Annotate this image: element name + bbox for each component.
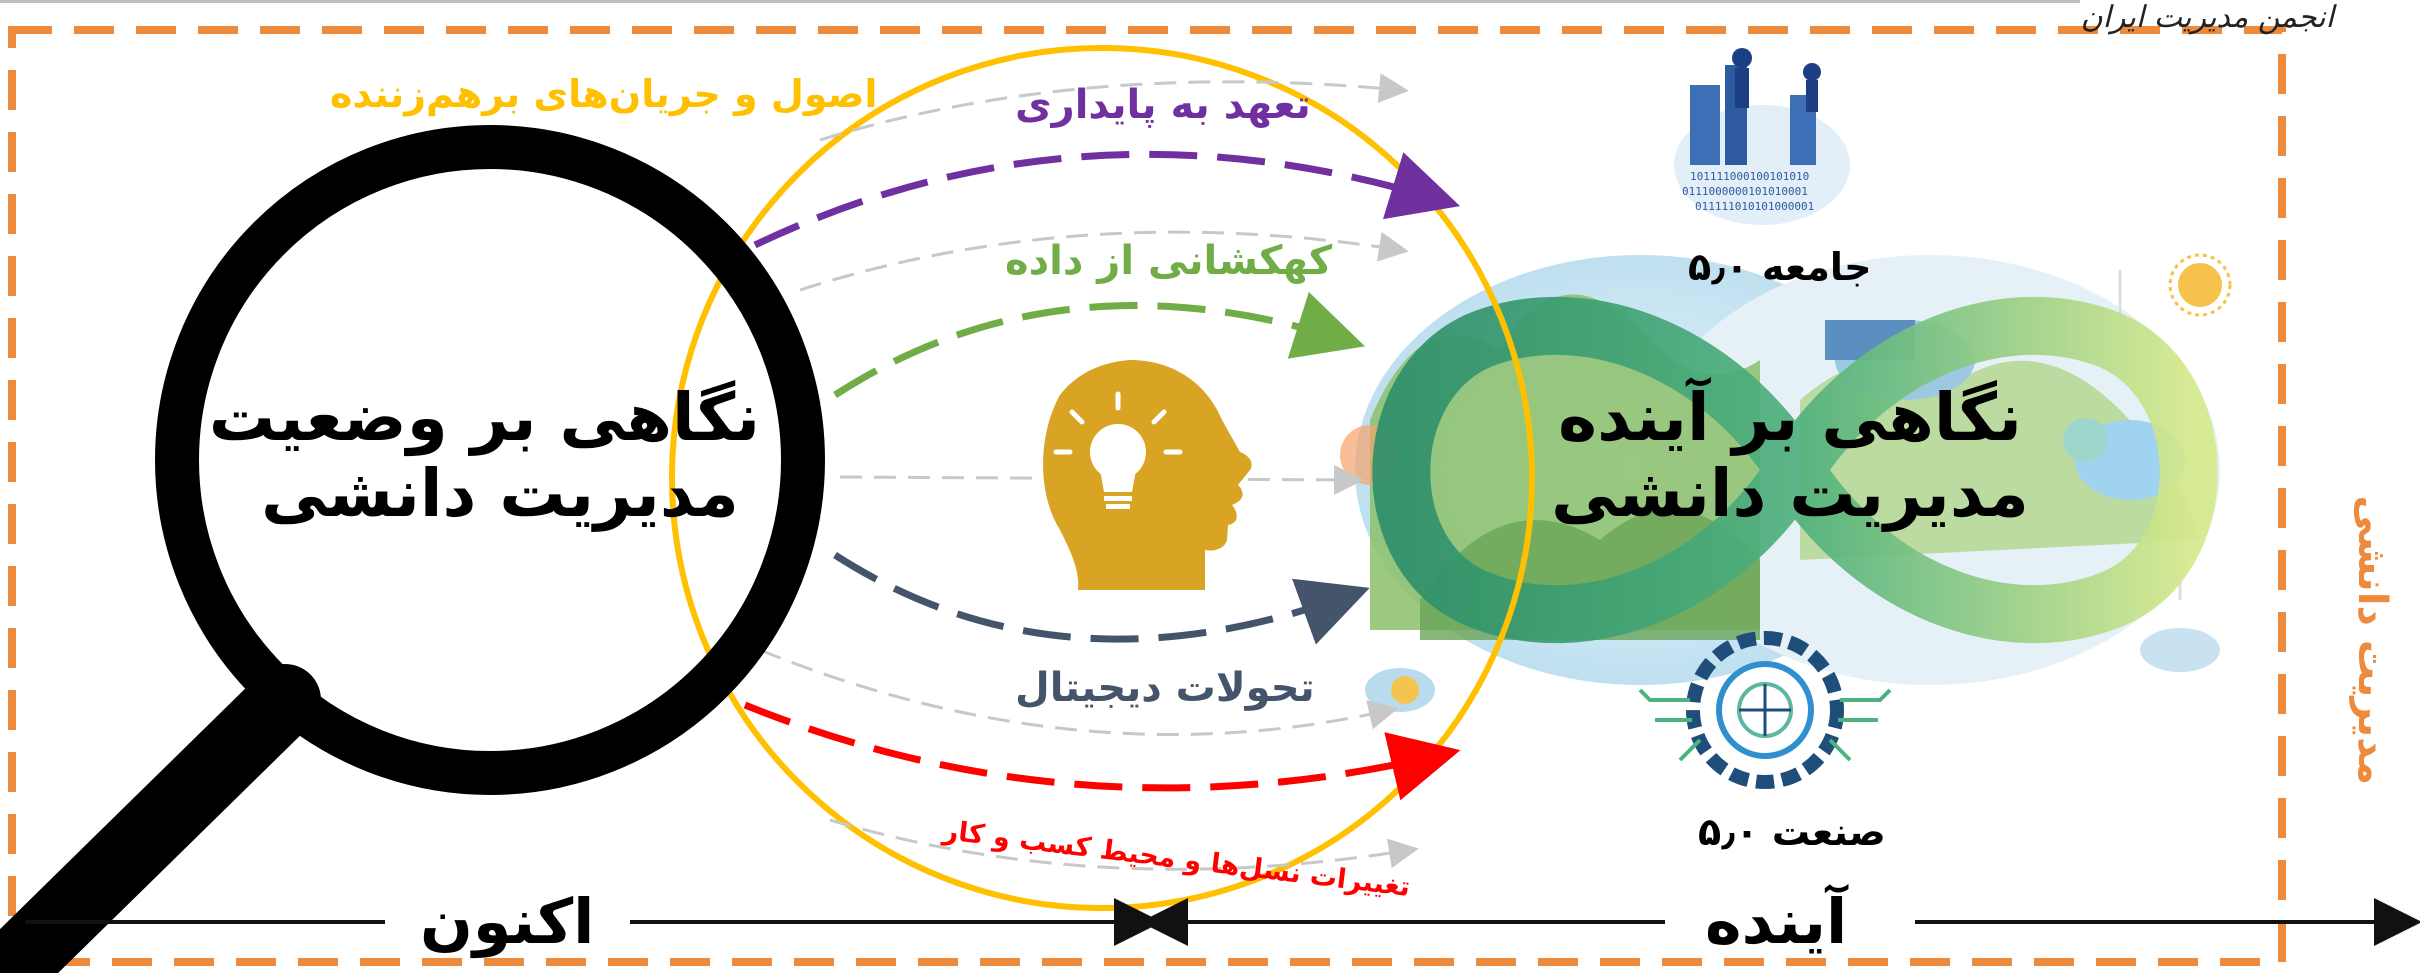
current-state-title-line1: نگاهی بر وضعیت [208,379,760,456]
timeline-now-label: اکنون [420,885,595,958]
label-data-galaxy: کهکشانی از داده [1005,238,1333,284]
arrow-generational-change [743,701,1461,801]
current-state-title: نگاهی بر وضعیت مدیریت دانشی [208,379,760,532]
svg-text:101111000100101010: 101111000100101010 [1690,170,1809,183]
arrow-sustainability [753,150,1461,249]
infinity-symbol [1372,296,2218,644]
timeline-future-label: آینده [1705,885,1848,958]
society-icon: 101111000100101010 0111000000101010001 0… [1674,48,1850,225]
society-label: جامعه ۵٫۰ [1688,245,1872,289]
svg-text:0111000000101010001: 0111000000101010001 [1682,185,1808,198]
industry-label: صنعت ۵٫۰ [1698,810,1886,854]
circle-label: اصول و جریان‌های برهم‌زننده [330,72,878,116]
future-title-line2: مدیریت دانشی [1551,454,2029,532]
industry-icon [1638,631,1892,789]
dashed-frame [8,26,2286,966]
svg-text:011111010101000001: 011111010101000001 [1695,200,1814,213]
arrow-data-galaxy [833,291,1366,398]
current-state-title-line2: مدیریت دانشی [261,454,739,532]
arrow-digital-transformation [833,552,1370,645]
future-title-line1: نگاهی بر آینده [1558,379,2022,456]
top-border-line [0,0,2080,3]
disruptive-principles-circle [669,45,1535,911]
head-lightbulb-icon [1043,360,1252,590]
association-logo: انجمن مدیریت ایران [2080,0,2334,35]
magnifying-glass-icon [0,125,825,973]
label-sustainability: تعهد به پایداری [1015,82,1311,128]
future-title: نگاهی بر آینده مدیریت دانشی [1545,380,2035,532]
label-digital-transformation: تحولات دیجیتال [1015,665,1315,711]
side-vertical-label: مدیریت دانشی [2349,495,2395,786]
